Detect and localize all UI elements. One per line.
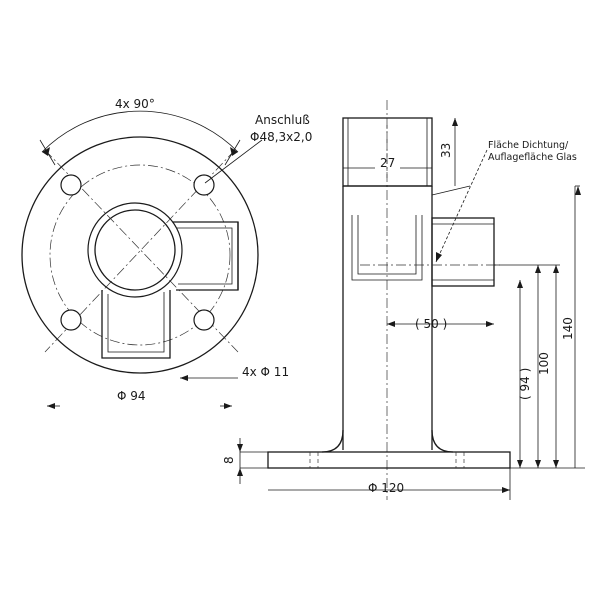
bolt-holes — [60, 174, 215, 331]
bolt-pitch-circle — [49, 164, 231, 346]
angle-dimension-label: 4x 90° — [115, 97, 155, 111]
dim-100-label: 100 — [537, 352, 551, 375]
base-plate — [267, 451, 511, 469]
dim-top-width: 27 — [380, 156, 395, 170]
center-tube-outer — [87, 202, 183, 298]
dim-plate-label: 8 — [222, 456, 236, 464]
dim-base-label: Φ 120 — [368, 481, 404, 495]
flange-outer-circle — [21, 136, 259, 374]
pitch-dimension-label: Φ 94 — [117, 389, 146, 403]
dim-offset-label: ( 50 ) — [415, 317, 447, 331]
side-view: 27 33 Fläche Dichtung/ Auflageflä — [222, 100, 585, 500]
dim-top-height: 33 — [439, 143, 453, 158]
seal-note-line2: Auflagefläche Glas — [488, 152, 577, 163]
side-connection-right — [170, 221, 239, 291]
bolt-hole — [60, 174, 82, 196]
center-tube-inner — [94, 209, 176, 291]
dim-140-label: 140 — [561, 317, 575, 340]
top-stub — [342, 117, 433, 187]
hole-dimension-label: 4x Φ 11 — [242, 365, 289, 379]
seal-note-line1: Fläche Dichtung/ — [488, 140, 569, 151]
top-view: 4x 90° Anschluß Φ48,3x2,0 4x Φ 11 Φ 94 — [21, 97, 312, 409]
side-branch — [360, 217, 500, 287]
connection-size: Φ48,3x2,0 — [250, 130, 312, 144]
angle-dimension-arc — [41, 110, 239, 153]
bolt-hole — [193, 309, 215, 331]
dim-94-label: ( 94 ) — [518, 368, 532, 400]
connection-label: Anschluß — [255, 113, 310, 127]
side-connection-bottom — [101, 290, 171, 359]
bolt-hole — [60, 309, 82, 331]
